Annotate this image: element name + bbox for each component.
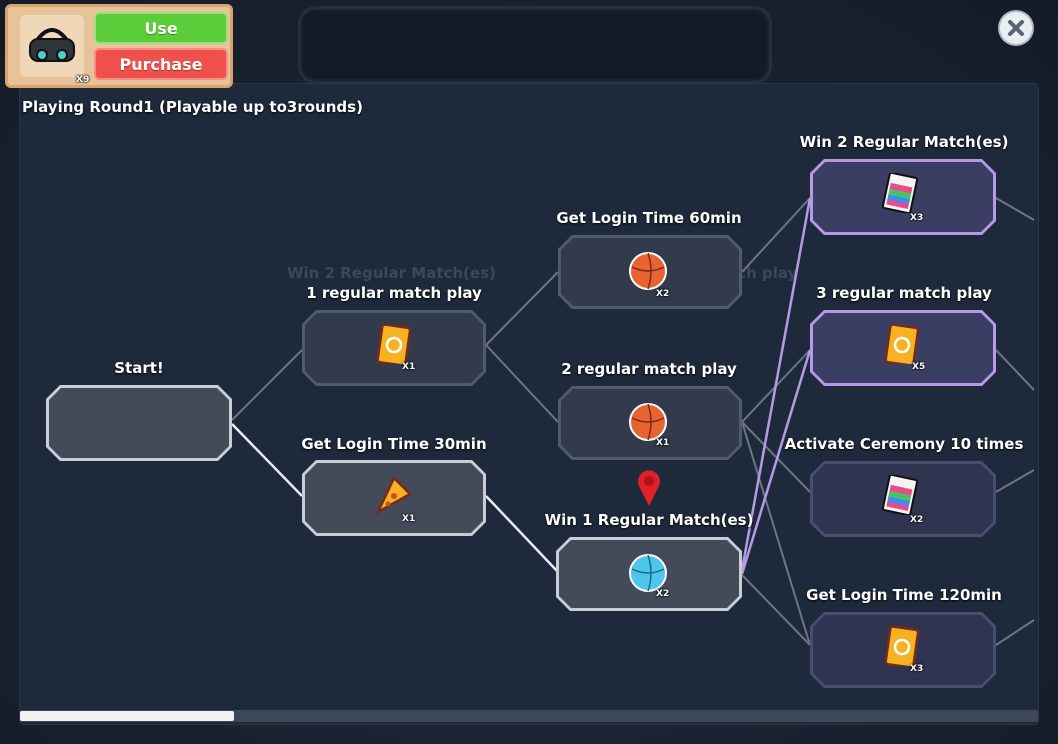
reward-qty: X2 [910, 515, 924, 525]
reward-qty: X3 [910, 213, 924, 223]
node-start[interactable] [46, 385, 232, 461]
reward-qty: X1 [402, 362, 416, 372]
node-label-match-play-3: 3 regular match play [816, 284, 992, 302]
scrollbar-thumb[interactable] [20, 711, 234, 721]
reward-qty: X1 [656, 438, 670, 448]
node-label-ceremony-10: Activate Ceremony 10 times [784, 435, 1024, 453]
node-label-login-60: Get Login Time 60min [556, 209, 742, 227]
blue-ball-icon [628, 553, 668, 593]
node-label-match-play-2: 2 regular match play [561, 360, 737, 378]
rainbow-pack-icon [880, 475, 920, 515]
close-button[interactable] [1000, 12, 1032, 44]
top-banner [298, 6, 772, 84]
node-login-30[interactable]: X1 [302, 460, 486, 536]
location-pin-icon [638, 470, 660, 506]
reward-qty: X5 [912, 362, 926, 372]
ticket-card-icon [374, 324, 414, 364]
node-match-play-1[interactable]: X1 [302, 310, 486, 386]
orange-ball-icon [628, 402, 668, 442]
reward-qty: X2 [656, 589, 670, 599]
node-label-login-120: Get Login Time 120min [806, 586, 1002, 604]
vr-goggles-icon [29, 28, 75, 62]
horizontal-scrollbar[interactable] [20, 710, 1038, 722]
pizza-card-icon [372, 476, 412, 516]
node-label-win-1: Win 1 Regular Match(es) [544, 511, 754, 529]
reward-qty: X2 [656, 289, 670, 299]
reward-qty: X1 [402, 514, 416, 524]
node-ceremony-10[interactable]: X2 [810, 461, 996, 537]
reward-qty: X3 [910, 664, 924, 674]
item-count: X9 [76, 75, 90, 85]
purchase-button[interactable]: Purchase [94, 48, 228, 80]
ghost-label: Win 2 Regular Match(es) [287, 264, 496, 282]
node-win-1[interactable]: X2 [556, 537, 742, 611]
node-label-start: Start! [114, 359, 164, 377]
orange-ball-icon [628, 251, 668, 291]
node-login-120[interactable]: X3 [810, 612, 996, 688]
rainbow-pack-icon [880, 173, 920, 213]
node-login-60[interactable]: X2 [558, 235, 742, 309]
use-button[interactable]: Use [94, 12, 228, 44]
node-match-play-2[interactable]: X1 [558, 386, 742, 460]
round-status: Playing Round1 (Playable up to3rounds) [22, 98, 363, 116]
item-panel: X9 Use Purchase [5, 4, 233, 88]
ticket-card-icon [882, 324, 922, 364]
node-label-win-2: Win 2 Regular Match(es) [799, 133, 1009, 151]
node-label-login-30: Get Login Time 30min [301, 435, 487, 453]
node-win-2[interactable]: X3 [810, 159, 996, 235]
node-match-play-3[interactable]: X5 [810, 310, 996, 386]
item-slot: X9 [20, 15, 89, 85]
node-label-match-play-1: 1 regular match play [306, 284, 482, 302]
close-icon [1008, 20, 1024, 36]
ticket-card-icon [882, 626, 922, 666]
